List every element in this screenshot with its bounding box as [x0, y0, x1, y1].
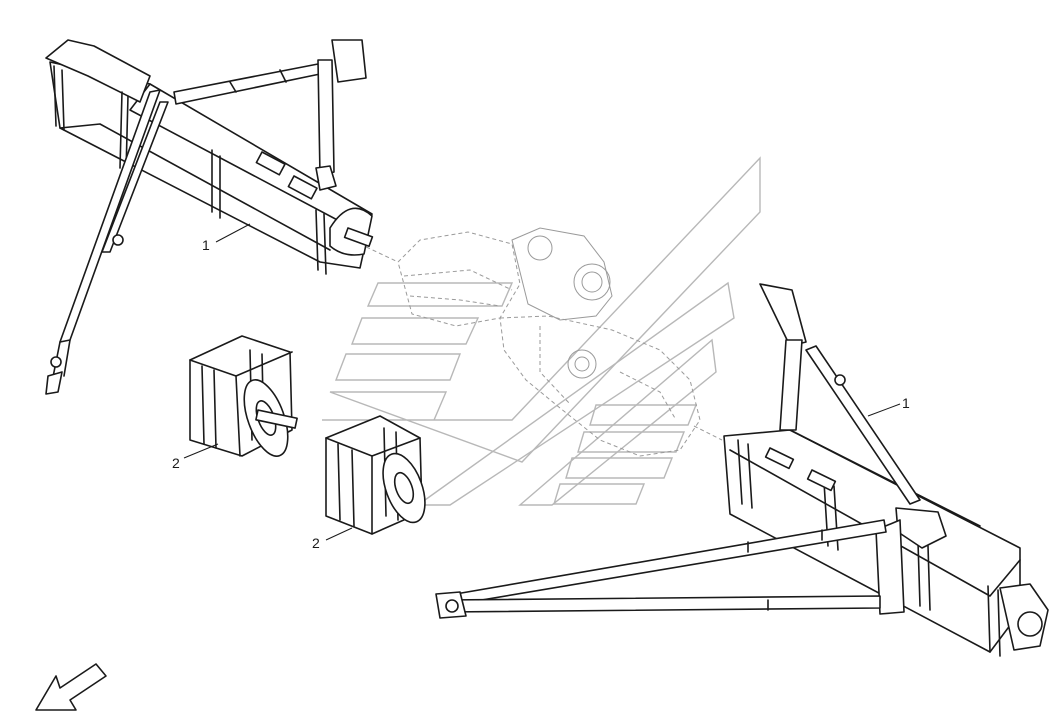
rotor-section-lower — [325, 415, 426, 535]
callout-left-assembly: 1 — [202, 223, 251, 253]
rotor-section-upper — [189, 335, 298, 457]
arrow-down-left-icon — [35, 663, 107, 711]
right-rotor-assembly — [435, 283, 1049, 657]
callout-label-right-assembly: 1 — [902, 395, 910, 411]
left-rotor-assembly — [45, 39, 374, 395]
callout-section-upper: 2 — [172, 443, 219, 471]
watermark-logo — [322, 156, 761, 506]
callout-label-section-upper: 2 — [172, 455, 180, 471]
callout-label-left-assembly: 1 — [202, 237, 210, 253]
callout-label-section-lower: 2 — [312, 535, 320, 551]
central-gearbox-ghost — [359, 227, 723, 457]
callout-right-assembly: 1 — [867, 395, 910, 417]
callout-section-lower: 2 — [312, 527, 353, 551]
